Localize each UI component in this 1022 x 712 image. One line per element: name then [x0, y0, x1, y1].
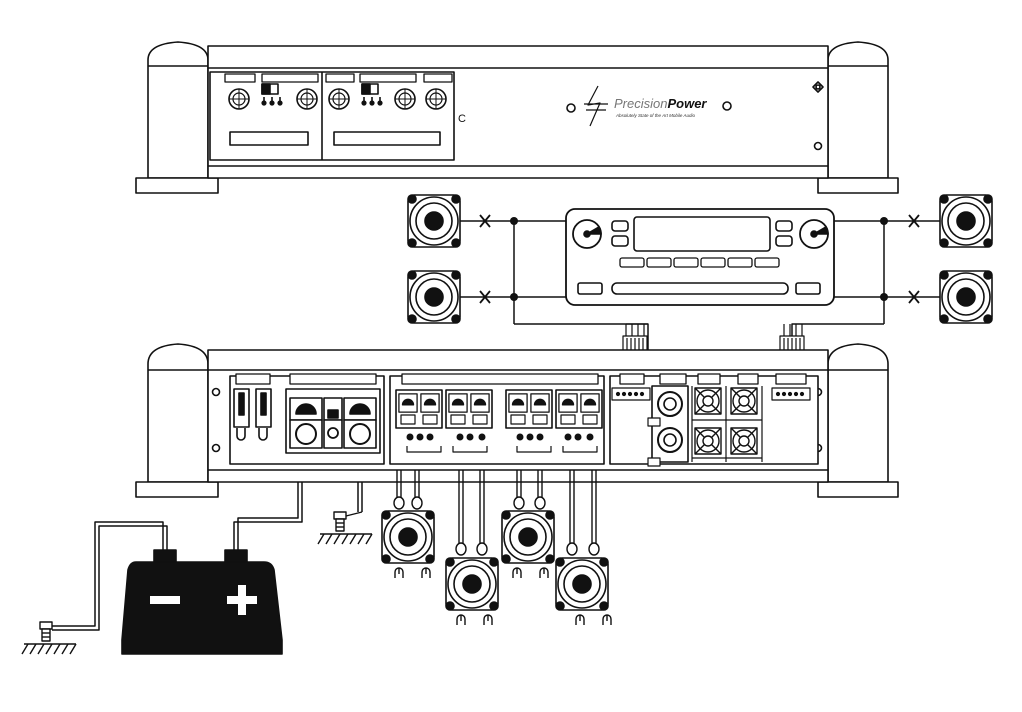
front-right-speaker-icon: [939, 194, 993, 248]
speaker-terminal-icon: [530, 393, 550, 413]
preset-buttons[interactable]: [619, 257, 780, 268]
battery-positive-icon: [227, 585, 257, 615]
speaker-terminal-icon: [508, 393, 528, 413]
bottom-amp-right-endcap: [827, 343, 889, 483]
battery-negative-icon: [150, 596, 180, 604]
front-left-speaker-icon: [407, 194, 461, 248]
top-amp-panel-letter: C: [458, 113, 466, 125]
speaker-terminal-plug-icon: [512, 567, 522, 579]
speaker-terminal-icon: [420, 393, 440, 413]
speaker-terminal-plug-icon: [602, 614, 612, 626]
ground-point-chassis: [317, 511, 373, 545]
rear-right-speaker-icon: [939, 270, 993, 324]
input-control-panel: [609, 373, 819, 467]
car-battery-icon: [121, 549, 283, 655]
level-knob-icon[interactable]: [425, 88, 447, 110]
remote-terminal-icon: [323, 397, 343, 449]
speaker-terminal-plug-icon: [483, 614, 493, 626]
bottom-amp-left-endcap: [147, 343, 209, 483]
fuse-icon: [233, 388, 250, 441]
channel-2-speaker-icon: [445, 557, 499, 611]
head-unit-radio: [565, 208, 835, 306]
brand-tagline: Absolutely State of the Art Mobile Audio: [615, 113, 695, 118]
speaker-terminal-plug-icon: [539, 567, 549, 579]
channel-1-speaker-icon: [381, 510, 435, 564]
adjust-pot-icon[interactable]: [694, 427, 722, 455]
crossover-knob-icon[interactable]: [296, 88, 318, 110]
gain-knob-icon[interactable]: [228, 88, 250, 110]
adjust-pot-icon[interactable]: [694, 387, 722, 415]
power-terminal-panel: [229, 373, 385, 465]
speaker-terminal-icon: [470, 393, 490, 413]
top-amp-left-endcap: [147, 41, 209, 179]
ground-point-battery: [21, 621, 77, 655]
power-wiring: [52, 482, 363, 631]
crossover-knob-icon[interactable]: [394, 88, 416, 110]
speaker-terminal-plug-icon: [421, 567, 431, 579]
speaker-terminal-panel: [389, 373, 605, 465]
crossover-switch-icon[interactable]: [361, 83, 383, 106]
power-terminal-icon: [289, 397, 323, 449]
bottom-amplifier: [135, 343, 899, 498]
channel-3-speaker-icon: [501, 510, 555, 564]
top-amp-control-panel: [209, 71, 455, 161]
speaker-terminal-plug-icon: [575, 614, 585, 626]
svg-text:PrecisionPower: PrecisionPower: [614, 96, 707, 111]
adjust-pot-icon[interactable]: [730, 427, 758, 455]
brand-name-light: Precision: [614, 96, 667, 111]
volume-knob-icon[interactable]: [572, 219, 602, 249]
ground-terminal-icon: [343, 397, 377, 449]
top-amp-right-endcap: [827, 41, 889, 179]
input-connector-icon: [771, 387, 811, 401]
brand-name-bold: Power: [667, 96, 707, 111]
top-amplifier: C PrecisionPower Absolutely State of the…: [135, 41, 899, 194]
speaker-wires: [396, 470, 597, 552]
tune-knob-icon[interactable]: [799, 219, 829, 249]
rca-input-jack-icon: [657, 391, 683, 417]
speaker-terminal-plug-icon: [394, 567, 404, 579]
cassette-slot: [611, 282, 789, 295]
speaker-terminal-plug-icon: [456, 614, 466, 626]
fuse-icon: [255, 388, 272, 441]
speaker-terminal-icon: [448, 393, 468, 413]
head-unit-display: [633, 216, 771, 252]
speaker-terminal-icon: [580, 393, 600, 413]
head-unit-wiring: [407, 194, 993, 357]
rear-left-speaker-icon: [407, 270, 461, 324]
speaker-terminal-icon: [558, 393, 578, 413]
rca-input-jack-icon: [657, 427, 683, 453]
channel-4-speaker-icon: [555, 557, 609, 611]
adjust-pot-icon[interactable]: [730, 387, 758, 415]
crossover-switch-icon[interactable]: [261, 83, 283, 106]
input-connector-icon: [611, 387, 651, 401]
precision-power-logo: PrecisionPower Absolutely State of the A…: [566, 85, 732, 127]
speaker-terminal-icon: [398, 393, 418, 413]
gain-knob-icon[interactable]: [328, 88, 350, 110]
lightning-bolt-icon: [584, 85, 608, 127]
